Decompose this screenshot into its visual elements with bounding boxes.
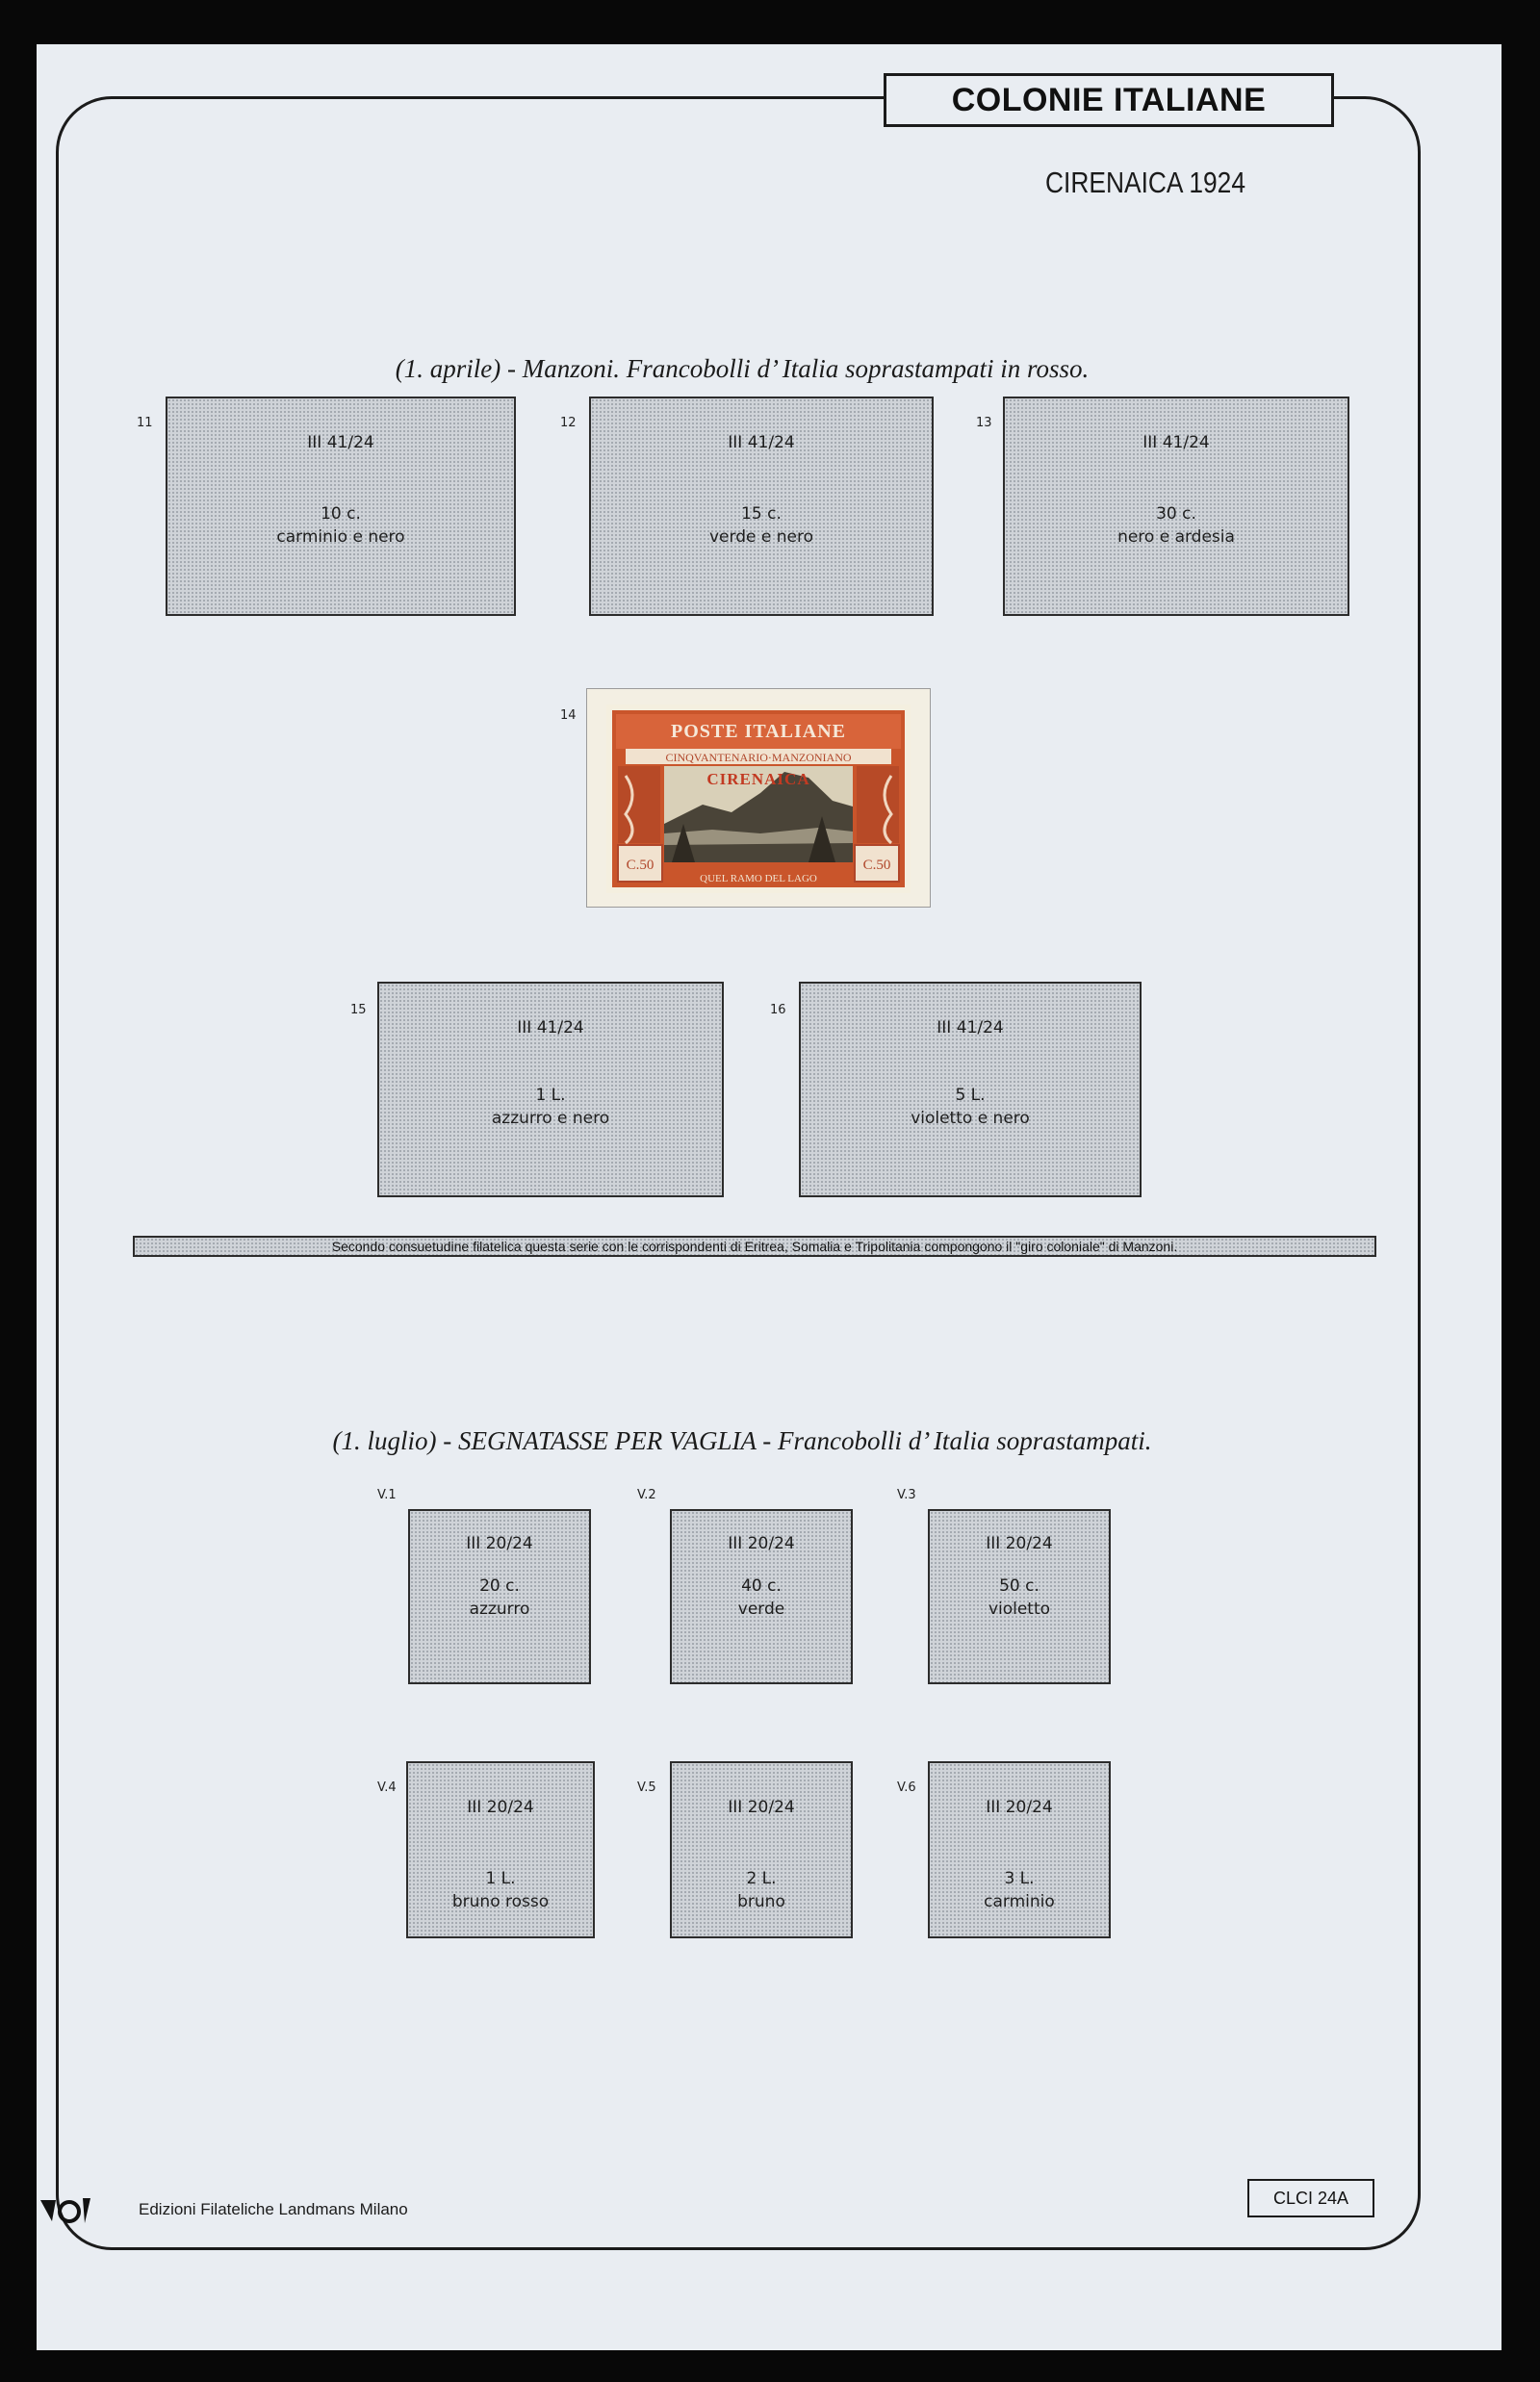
section2-title: (1. luglio) - SEGNATASSE PER VAGLIA - Fr…	[332, 1426, 1152, 1455]
stamp-overprint: CIRENAICA	[706, 770, 809, 788]
section1-title: (1. aprile) - Manzoni. Francobolli d’ It…	[395, 354, 1090, 383]
header-title: COLONIE ITALIANE	[884, 73, 1334, 127]
slot-number: V.4	[377, 1780, 397, 1795]
catalog-ref: III 20/24	[986, 1798, 1053, 1817]
stamp-slot-13: III 41/24 30 c. nero e ardesia	[1003, 397, 1349, 616]
catalog-ref: III 20/24	[986, 1534, 1053, 1553]
publisher-name: Edizioni Filateliche Landmans Milano	[139, 2200, 408, 2218]
stamp-slot-v5: III 20/24 2 L. bruno	[670, 1761, 853, 1938]
face-value: 30 c.	[1156, 504, 1196, 524]
page-subtitle: CIRENAICA 1924	[1045, 166, 1245, 199]
face-value: 1 L.	[535, 1086, 566, 1105]
stamp-color: violetto e nero	[911, 1109, 1030, 1128]
face-value: 50 c.	[999, 1576, 1040, 1596]
stamp-slot-v2: III 20/24 40 c. verde	[670, 1509, 853, 1684]
face-value: 15 c.	[741, 504, 782, 524]
stamp-banner-text: CINQVANTENARIO·MANZONIANO	[665, 751, 851, 764]
stamp-slot-v3: III 20/24 50 c. violetto	[928, 1509, 1111, 1684]
face-value: 2 L.	[746, 1869, 777, 1888]
stamp-color: bruno	[737, 1892, 785, 1911]
stamp-color: azzurro e nero	[491, 1109, 610, 1128]
stamp-color: nero e ardesia	[1117, 527, 1235, 547]
page-code: CLCI 24A	[1247, 2179, 1374, 2217]
stamp-image: POSTE ITALIANE CINQVANTENARIO·MANZONIANO…	[606, 704, 911, 893]
face-value: 3 L.	[1004, 1869, 1035, 1888]
stamp-top-text: POSTE ITALIANE	[671, 721, 846, 742]
stamp-color: violetto	[988, 1600, 1051, 1619]
stamp-color: azzurro	[469, 1600, 530, 1619]
stamp-bottom-text: QUEL RAMO DEL LAGO	[700, 873, 817, 884]
slot-number: 13	[976, 416, 992, 430]
stamp-value-right: C.50	[863, 858, 891, 873]
stamp-slot-v4: III 20/24 1 L. bruno rosso	[406, 1761, 595, 1938]
stamp-value-left: C.50	[627, 858, 654, 873]
catalog-ref: III 20/24	[728, 1534, 795, 1553]
slot-number: 12	[560, 416, 577, 430]
face-value: 1 L.	[485, 1869, 516, 1888]
slot-number: 16	[770, 1003, 786, 1017]
stamp-color: carminio e nero	[276, 527, 405, 547]
stamp-slot-v6: III 20/24 3 L. carminio	[928, 1761, 1111, 1938]
slot-number: 11	[137, 416, 153, 430]
slot-number: V.1	[377, 1488, 397, 1502]
catalog-ref: III 20/24	[467, 1798, 534, 1817]
stamp-color: verde	[737, 1600, 785, 1619]
stamp-slot-15: III 41/24 1 L. azzurro e nero	[377, 982, 724, 1197]
publisher-logo-icon	[40, 2198, 90, 2223]
stamp-color: verde e nero	[709, 527, 813, 547]
catalog-ref: III 41/24	[517, 1018, 584, 1037]
slot-number: 15	[350, 1003, 367, 1017]
stamp-manzoni-cirenaica: POSTE ITALIANE CINQVANTENARIO·MANZONIANO…	[587, 689, 930, 907]
stamp-color: carminio	[984, 1892, 1055, 1911]
page-frame	[56, 96, 1421, 2250]
stamp-color: bruno rosso	[451, 1892, 550, 1911]
stamp-slot-16: III 41/24 5 L. violetto e nero	[799, 982, 1142, 1197]
catalog-ref: III 20/24	[728, 1798, 795, 1817]
slot-number: V.3	[897, 1488, 916, 1502]
face-value: 40 c.	[741, 1576, 782, 1596]
slot-number: 14	[560, 708, 577, 723]
slot-number: V.6	[897, 1780, 916, 1795]
slot-number: V.5	[637, 1780, 656, 1795]
stamp-slot-12: III 41/24 15 c. verde e nero	[589, 397, 934, 616]
series-note: Secondo consuetudine filatelica questa s…	[133, 1236, 1376, 1257]
catalog-ref: III 41/24	[937, 1018, 1004, 1037]
catalog-ref: III 41/24	[728, 433, 795, 452]
face-value: 20 c.	[479, 1576, 520, 1596]
face-value: 10 c.	[321, 504, 361, 524]
slot-number: V.2	[637, 1488, 656, 1502]
catalog-ref: III 20/24	[466, 1534, 533, 1553]
face-value: 5 L.	[955, 1086, 986, 1105]
stamp-slot-v1: III 20/24 20 c. azzurro	[408, 1509, 591, 1684]
catalog-ref: III 41/24	[307, 433, 374, 452]
stamp-slot-11: III 41/24 10 c. carminio e nero	[166, 397, 516, 616]
catalog-ref: III 41/24	[1142, 433, 1210, 452]
